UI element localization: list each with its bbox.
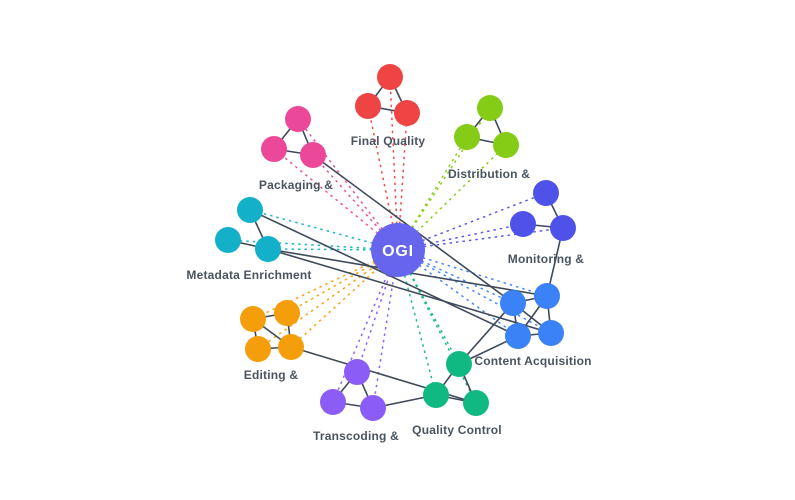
cluster-label-content-acquisition: Content Acquisition bbox=[474, 354, 591, 368]
cluster-monitoring: Monitoring & bbox=[508, 180, 585, 266]
node-final-quality-2[interactable] bbox=[394, 100, 420, 126]
node-distribution-1[interactable] bbox=[454, 124, 480, 150]
hub-spoke-editing-2 bbox=[257, 249, 399, 350]
cluster-packaging: Packaging & bbox=[259, 106, 333, 192]
hub-node[interactable] bbox=[371, 223, 425, 277]
node-monitoring-2[interactable] bbox=[550, 215, 576, 241]
node-transcoding-1[interactable] bbox=[320, 389, 346, 415]
node-distribution-2[interactable] bbox=[493, 132, 519, 158]
node-monitoring-0[interactable] bbox=[533, 180, 559, 206]
hub-spoke-distribution-1 bbox=[397, 136, 468, 251]
inter-cluster-edge-1 bbox=[267, 248, 552, 334]
node-packaging-2[interactable] bbox=[300, 142, 326, 168]
node-monitoring-1[interactable] bbox=[510, 211, 536, 237]
node-final-quality-1[interactable] bbox=[355, 93, 381, 119]
node-metadata-enrichment-0[interactable] bbox=[237, 197, 263, 223]
node-content-acquisition-0[interactable] bbox=[500, 290, 526, 316]
cluster-label-editing: Editing & bbox=[244, 368, 299, 382]
node-final-quality-0[interactable] bbox=[377, 64, 403, 90]
node-transcoding-0[interactable] bbox=[344, 359, 370, 385]
cluster-label-monitoring: Monitoring & bbox=[508, 252, 585, 266]
cluster-label-packaging: Packaging & bbox=[259, 178, 333, 192]
node-distribution-0[interactable] bbox=[477, 95, 503, 121]
cluster-final-quality: Final Quality bbox=[351, 64, 426, 148]
node-packaging-1[interactable] bbox=[261, 136, 287, 162]
hub-spoke-editing-3 bbox=[290, 249, 399, 348]
hub-spoke-packaging-0 bbox=[297, 118, 399, 251]
node-content-acquisition-3[interactable] bbox=[538, 320, 564, 346]
node-editing-1[interactable] bbox=[274, 300, 300, 326]
hub-spoke-final-quality-1 bbox=[367, 105, 399, 251]
node-metadata-enrichment-1[interactable] bbox=[215, 227, 241, 253]
hub-node-group: OGI bbox=[371, 223, 425, 277]
node-editing-0[interactable] bbox=[240, 306, 266, 332]
cluster-quality-control: Quality Control bbox=[412, 351, 502, 437]
node-editing-3[interactable] bbox=[278, 334, 304, 360]
cluster-metadata-enrichment: Metadata Enrichment bbox=[186, 197, 311, 282]
hub-spoke-metadata-enrichment-1 bbox=[227, 239, 399, 251]
node-editing-2[interactable] bbox=[245, 336, 271, 362]
cluster-label-quality-control: Quality Control bbox=[412, 423, 502, 437]
hub-spoke-quality-control-2 bbox=[397, 249, 477, 404]
cluster-label-transcoding: Transcoding & bbox=[313, 429, 399, 443]
hub-spoke-content-acquisition-2 bbox=[397, 249, 519, 337]
node-content-acquisition-2[interactable] bbox=[505, 323, 531, 349]
hub-spoke-monitoring-2 bbox=[397, 227, 564, 251]
node-quality-control-0[interactable] bbox=[446, 351, 472, 377]
cluster-label-final-quality: Final Quality bbox=[351, 134, 426, 148]
node-metadata-enrichment-2[interactable] bbox=[255, 236, 281, 262]
inter-cluster-edge-6 bbox=[458, 302, 514, 365]
cluster-label-distribution: Distribution & bbox=[448, 167, 530, 181]
node-quality-control-2[interactable] bbox=[463, 390, 489, 416]
hub-spoke-final-quality-0 bbox=[389, 76, 399, 251]
hub-label: OGI bbox=[382, 243, 414, 260]
node-packaging-0[interactable] bbox=[285, 106, 311, 132]
hub-spoke-content-acquisition-3 bbox=[397, 249, 552, 334]
node-transcoding-2[interactable] bbox=[360, 395, 386, 421]
hub-spoke-distribution-0 bbox=[397, 107, 491, 251]
cluster-editing: Editing & bbox=[240, 300, 304, 382]
hub-spoke-distribution-2 bbox=[397, 144, 507, 251]
cluster-distribution: Distribution & bbox=[448, 95, 530, 181]
cluster-content-acquisition: Content Acquisition bbox=[474, 283, 591, 368]
cluster-label-metadata-enrichment: Metadata Enrichment bbox=[186, 268, 311, 282]
cluster-transcoding: Transcoding & bbox=[313, 359, 399, 443]
node-content-acquisition-1[interactable] bbox=[534, 283, 560, 309]
hub-spoke-quality-control-1 bbox=[397, 249, 437, 396]
node-quality-control-1[interactable] bbox=[423, 382, 449, 408]
